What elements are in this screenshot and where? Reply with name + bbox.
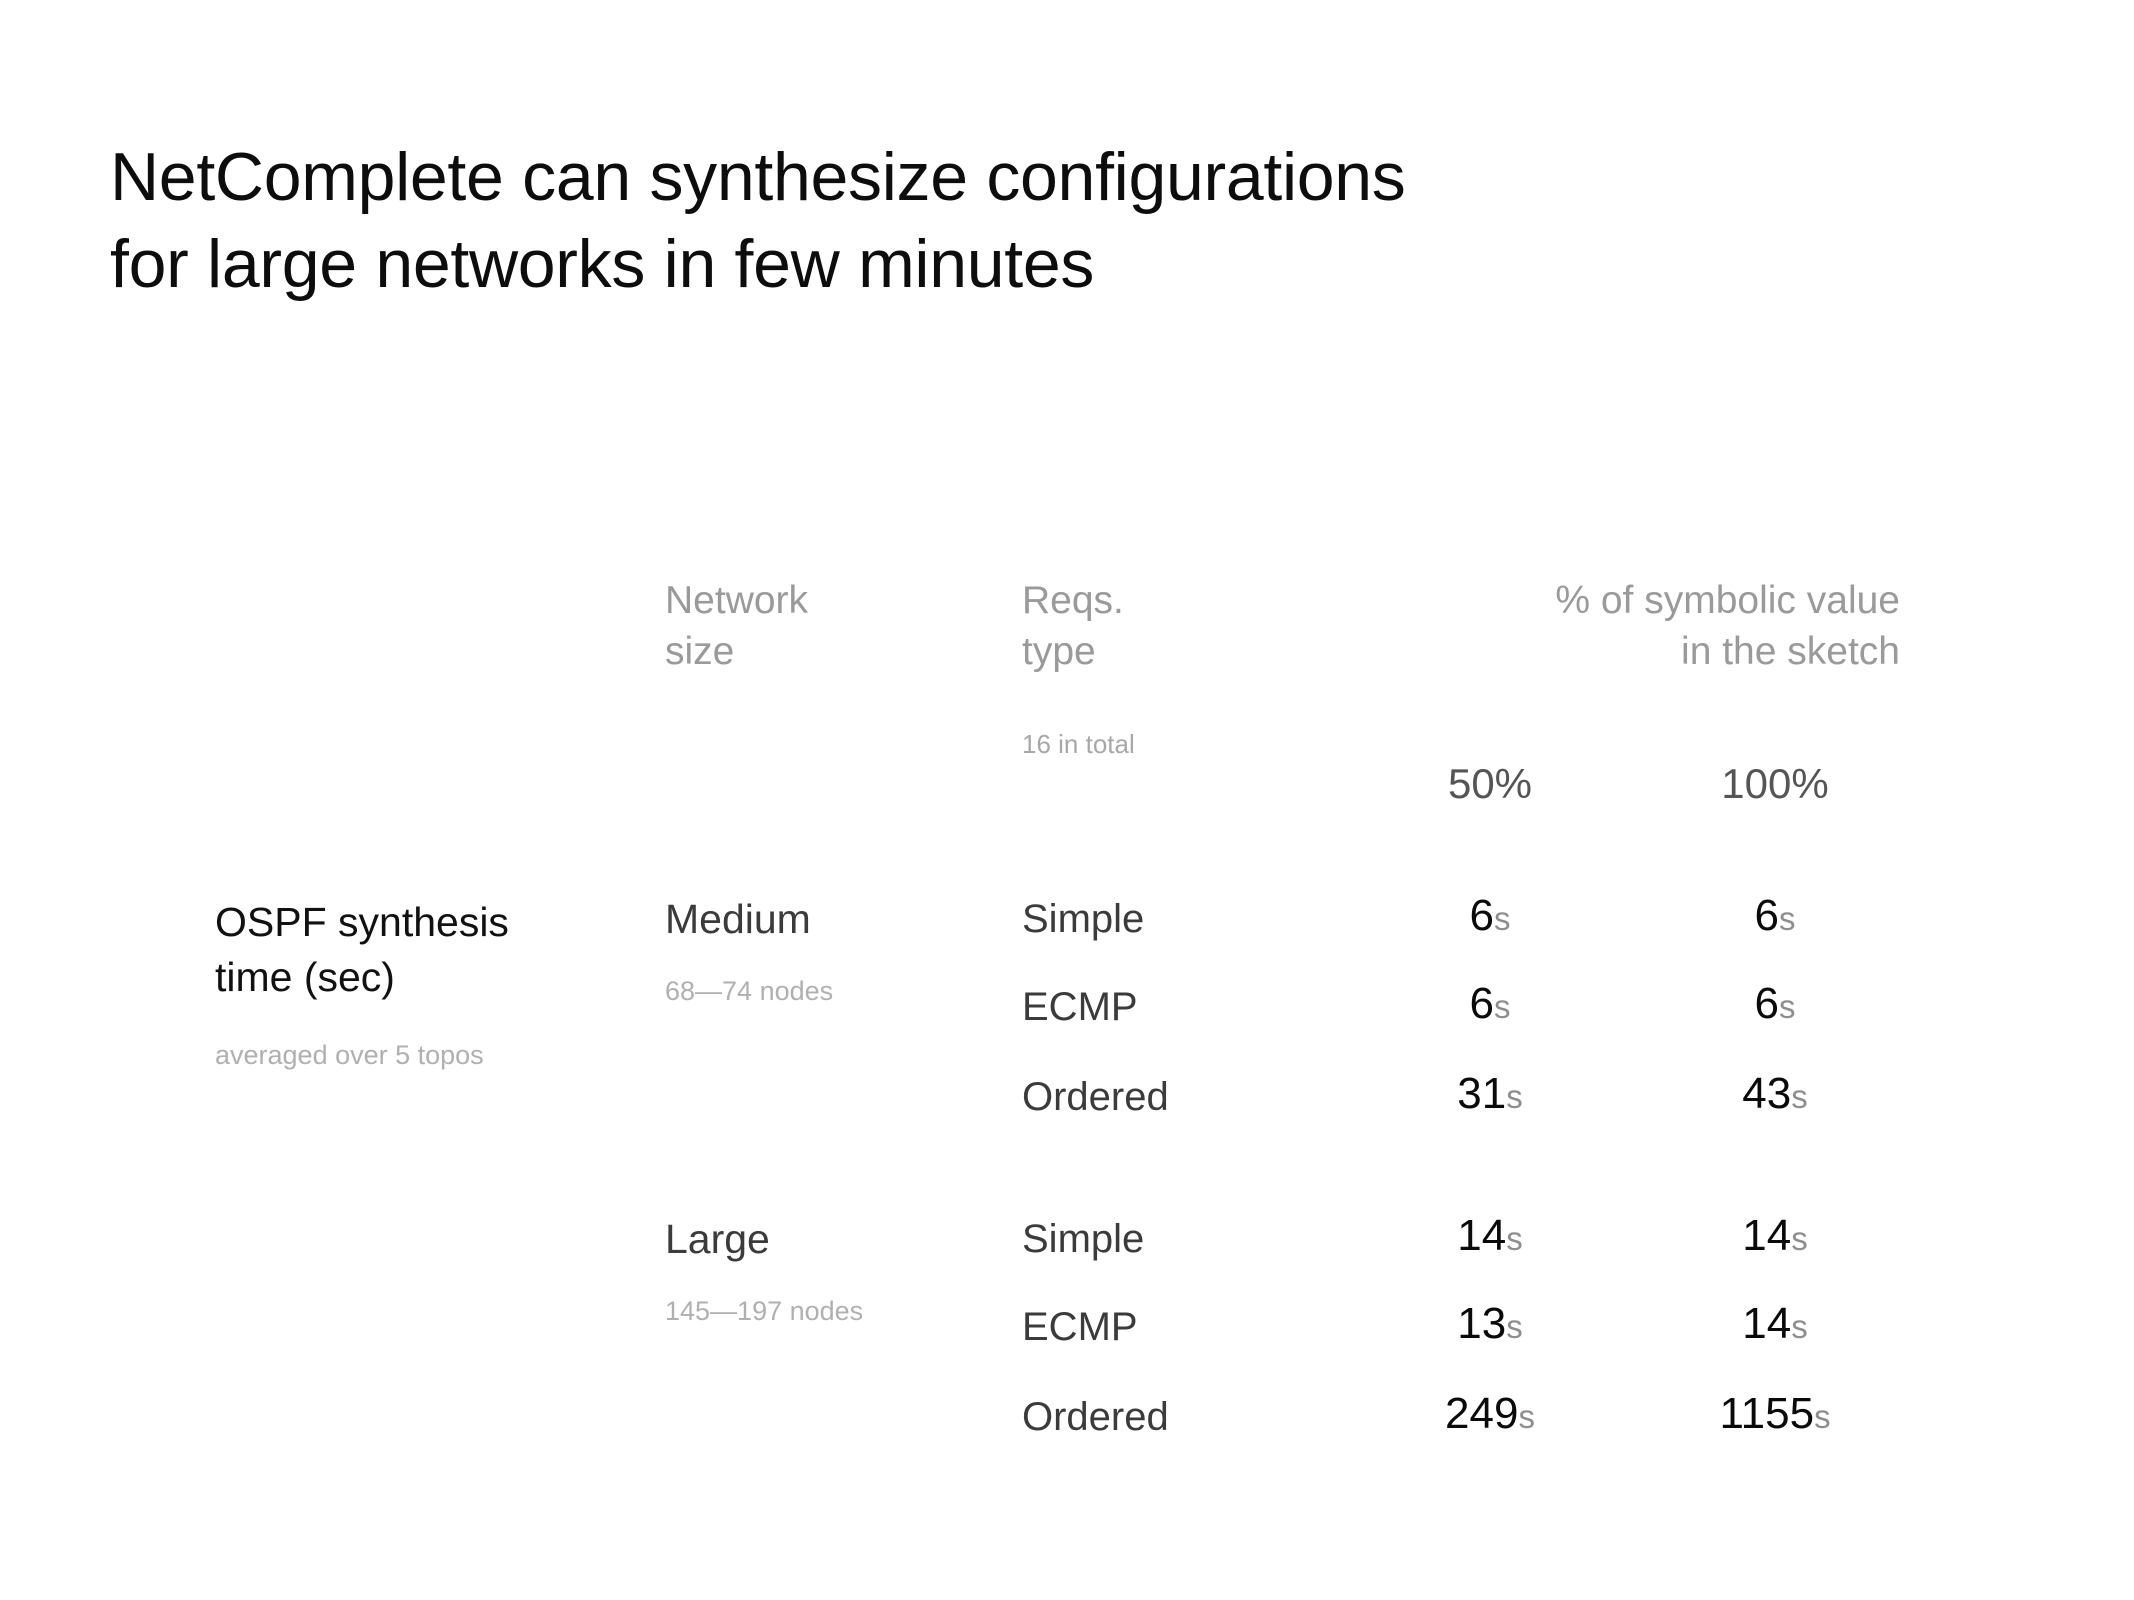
value-unit: s <box>1518 1398 1535 1435</box>
row-label-line2: time (sec) <box>215 953 395 1000</box>
value-number: 6 <box>1754 979 1779 1028</box>
column-header-pct-100: 100% <box>1721 760 1829 807</box>
table-cell-sym100: 6s <box>1650 890 1900 943</box>
value-unit: s <box>1778 988 1796 1025</box>
value-number: 6 <box>1469 891 1494 940</box>
table-cell-sym50: 13s <box>1380 1298 1600 1351</box>
value-number: 1155 <box>1719 1389 1815 1438</box>
column-header-reqs-type: Reqs. type <box>1022 575 1352 678</box>
reqs-type-header-line2: type <box>1022 630 1096 674</box>
table-cell-sym100: 1155s <box>1650 1388 1900 1441</box>
reqs-type-value: Simple <box>1022 897 1145 941</box>
network-size-name: Medium <box>665 896 811 942</box>
value-number: 6 <box>1469 979 1494 1028</box>
value-unit: s <box>1506 1220 1523 1257</box>
value-unit: s <box>1814 1398 1831 1435</box>
value-unit: s <box>1778 900 1796 937</box>
page-title: NetComplete can synthesize configuration… <box>110 134 1810 308</box>
title-line-2: for large networks in few minutes <box>110 226 1095 303</box>
table-cell-sym50: 249s <box>1380 1388 1600 1441</box>
network-size-header-line2: size <box>665 630 735 674</box>
reqs-type-value: ECMP <box>1022 985 1138 1029</box>
value-number: 13 <box>1457 1299 1507 1348</box>
reqs-type-value: Simple <box>1022 1217 1145 1261</box>
reqs-type-header-line1: Reqs. <box>1022 579 1124 622</box>
value-unit: s <box>1791 1308 1808 1345</box>
network-size-range: 145—197 nodes <box>665 1296 864 1326</box>
column-header-symbolic-value: % of symbolic value in the sketch <box>1300 575 1900 678</box>
value-unit: s <box>1791 1078 1808 1115</box>
table-cell-sym100: 43s <box>1650 1068 1900 1121</box>
table-cell-sym100: 14s <box>1650 1210 1900 1263</box>
symbolic-header-line2: in the sketch <box>1681 630 1900 674</box>
table-cell-sym50: 6s <box>1380 890 1600 943</box>
table-cell-sym100: 6s <box>1650 978 1900 1031</box>
value-number: 249 <box>1445 1389 1519 1438</box>
value-number: 6 <box>1754 891 1779 940</box>
value-unit: s <box>1493 900 1511 937</box>
network-size-range: 68—74 nodes <box>665 976 834 1006</box>
value-number: 43 <box>1742 1069 1792 1118</box>
value-unit: s <box>1506 1078 1523 1115</box>
symbolic-header-line1: % of symbolic value <box>1555 579 1900 622</box>
reqs-type-value: Ordered <box>1022 1075 1169 1119</box>
reqs-type-value: ECMP <box>1022 1305 1138 1349</box>
value-number: 14 <box>1742 1211 1792 1260</box>
title-line-1: NetComplete can synthesize configuration… <box>110 139 1406 215</box>
reqs-type-value: Ordered <box>1022 1395 1169 1439</box>
column-header-network-size: Network size <box>665 575 995 678</box>
network-size-header-line1: Network <box>665 579 809 622</box>
table-cell-sym50: 6s <box>1380 978 1600 1031</box>
row-label-ospf-synthesis-time: OSPF synthesis time (sec) <box>215 895 645 1004</box>
table-cell-sym100: 14s <box>1650 1298 1900 1351</box>
value-unit: s <box>1493 988 1511 1025</box>
network-size-name: Large <box>665 1216 770 1262</box>
value-number: 31 <box>1457 1069 1507 1118</box>
value-number: 14 <box>1742 1299 1792 1348</box>
reqs-type-header-note: 16 in total <box>1022 729 1135 759</box>
table-cell-sym50: 14s <box>1380 1210 1600 1263</box>
table-cell-sym50: 31s <box>1380 1068 1600 1121</box>
row-label-line1: OSPF synthesis <box>215 899 509 945</box>
value-unit: s <box>1506 1308 1523 1345</box>
column-header-pct-50: 50% <box>1447 760 1533 807</box>
value-number: 14 <box>1457 1211 1507 1260</box>
row-label-note: averaged over 5 topos <box>215 1040 484 1070</box>
value-unit: s <box>1791 1220 1808 1257</box>
